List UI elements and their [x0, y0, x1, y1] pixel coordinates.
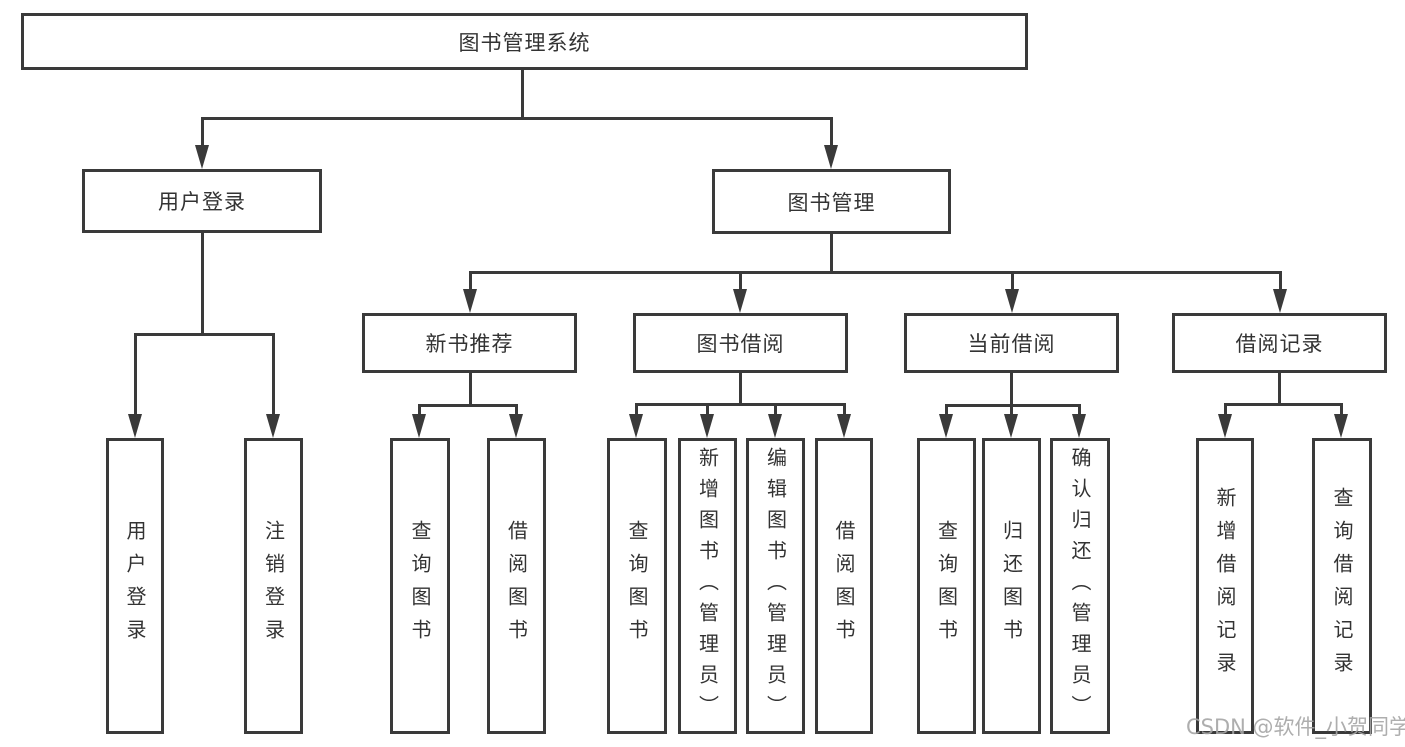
leaf-label: 查询图书 — [408, 520, 432, 652]
connector-line — [1010, 404, 1013, 416]
leaf-label: 借阅图书 — [832, 520, 856, 652]
connector-line — [1010, 373, 1013, 407]
leaf-label: 新增借阅记录 — [1213, 487, 1237, 685]
leaf-add-borrow-record: 新增借阅记录 — [1196, 438, 1254, 734]
arrowhead-down-icon — [700, 414, 714, 438]
arrowhead-down-icon — [194, 145, 209, 169]
arrowhead-down-icon — [837, 414, 851, 438]
connector-line — [200, 117, 833, 120]
arrowhead-down-icon — [509, 414, 523, 438]
connector-line — [830, 234, 833, 274]
leaf-label: 查询图书 — [625, 520, 649, 652]
leaf-borrow-books: 借阅图书 — [815, 438, 873, 734]
arrowhead-down-icon — [1004, 289, 1019, 313]
connector-line — [133, 333, 275, 336]
node-borrowing-records: 借阅记录 — [1172, 313, 1387, 373]
connector-line — [706, 403, 709, 416]
leaf-label: 编辑图书（管理员） — [763, 446, 788, 726]
connector-line — [635, 403, 845, 406]
connector-line — [468, 271, 472, 293]
node-book-management: 图书管理 — [712, 169, 951, 234]
leaf-label: 新增图书（管理员） — [695, 446, 720, 726]
connector-line — [520, 70, 524, 118]
connector-line — [1278, 271, 1282, 293]
connector-line — [272, 333, 275, 416]
arrowhead-down-icon — [1272, 289, 1287, 313]
leaf-edit-book-admin: 编辑图书（管理员） — [746, 438, 805, 734]
connector-line — [1224, 403, 1343, 406]
arrowhead-down-icon — [1218, 414, 1232, 438]
arrowhead-down-icon — [266, 414, 280, 438]
leaf-query-borrow-record: 查询借阅记录 — [1312, 438, 1372, 734]
connector-line — [774, 403, 777, 416]
leaf-query-books: 查询图书 — [607, 438, 667, 734]
connector-line — [738, 271, 742, 293]
connector-line — [418, 404, 518, 407]
arrowhead-down-icon — [1004, 414, 1018, 438]
node-current-borrowing: 当前借阅 — [904, 313, 1119, 373]
leaf-return-books: 归还图书 — [982, 438, 1041, 734]
connector-line — [515, 404, 518, 418]
arrowhead-down-icon — [939, 414, 953, 438]
connector-line — [200, 117, 204, 150]
leaf-label: 借阅图书 — [504, 520, 529, 652]
arrowhead-down-icon — [732, 289, 747, 313]
leaf-query-books: 查询图书 — [390, 438, 450, 734]
connector-line — [945, 404, 1081, 407]
connector-line — [468, 373, 472, 407]
arrowhead-down-icon — [629, 414, 643, 438]
leaf-label: 确认归还（管理员） — [1068, 446, 1092, 726]
connector-line — [200, 233, 204, 336]
leaf-label: 归还图书 — [999, 520, 1024, 652]
leaf-borrow-books: 借阅图书 — [487, 438, 546, 734]
connector-line — [635, 403, 638, 416]
leaf-label: 用户登录 — [123, 520, 147, 652]
connector-line — [843, 403, 846, 416]
arrowhead-down-icon — [824, 145, 838, 169]
arrowhead-down-icon — [412, 414, 426, 438]
arrowhead-down-icon — [127, 414, 142, 438]
leaf-logout: 注销登录 — [244, 438, 303, 734]
connector-line — [468, 271, 1282, 274]
arrowhead-down-icon — [1072, 414, 1086, 438]
leaf-confirm-return-admin: 确认归还（管理员） — [1050, 438, 1110, 734]
arrowhead-down-icon — [1334, 414, 1348, 438]
leaf-add-book-admin: 新增图书（管理员） — [678, 438, 737, 734]
connector-line — [418, 404, 421, 418]
arrowhead-down-icon — [462, 289, 477, 313]
leaf-user-login: 用户登录 — [106, 438, 164, 734]
leaf-label: 注销登录 — [261, 520, 286, 652]
connector-line — [738, 373, 742, 406]
arrowhead-down-icon — [768, 414, 782, 438]
connector-line — [1278, 373, 1281, 406]
leaf-label: 查询图书 — [934, 520, 959, 652]
connector-line — [133, 333, 137, 416]
connector-line — [830, 117, 833, 150]
leaf-label: 查询借阅记录 — [1330, 487, 1354, 685]
leaf-query-books: 查询图书 — [917, 438, 976, 734]
watermark: CSDN @软件_小贺同学 — [1186, 715, 1405, 739]
connector-line — [1078, 404, 1081, 416]
node-book-borrowing: 图书借阅 — [633, 313, 848, 373]
node-library-management-system: 图书管理系统 — [21, 13, 1028, 70]
connector-line — [1340, 403, 1343, 416]
node-user-login: 用户登录 — [82, 169, 322, 233]
connector-line — [1224, 403, 1227, 416]
node-new-book-recommendation: 新书推荐 — [362, 313, 577, 373]
connector-line — [945, 404, 948, 416]
connector-line — [1010, 271, 1014, 293]
